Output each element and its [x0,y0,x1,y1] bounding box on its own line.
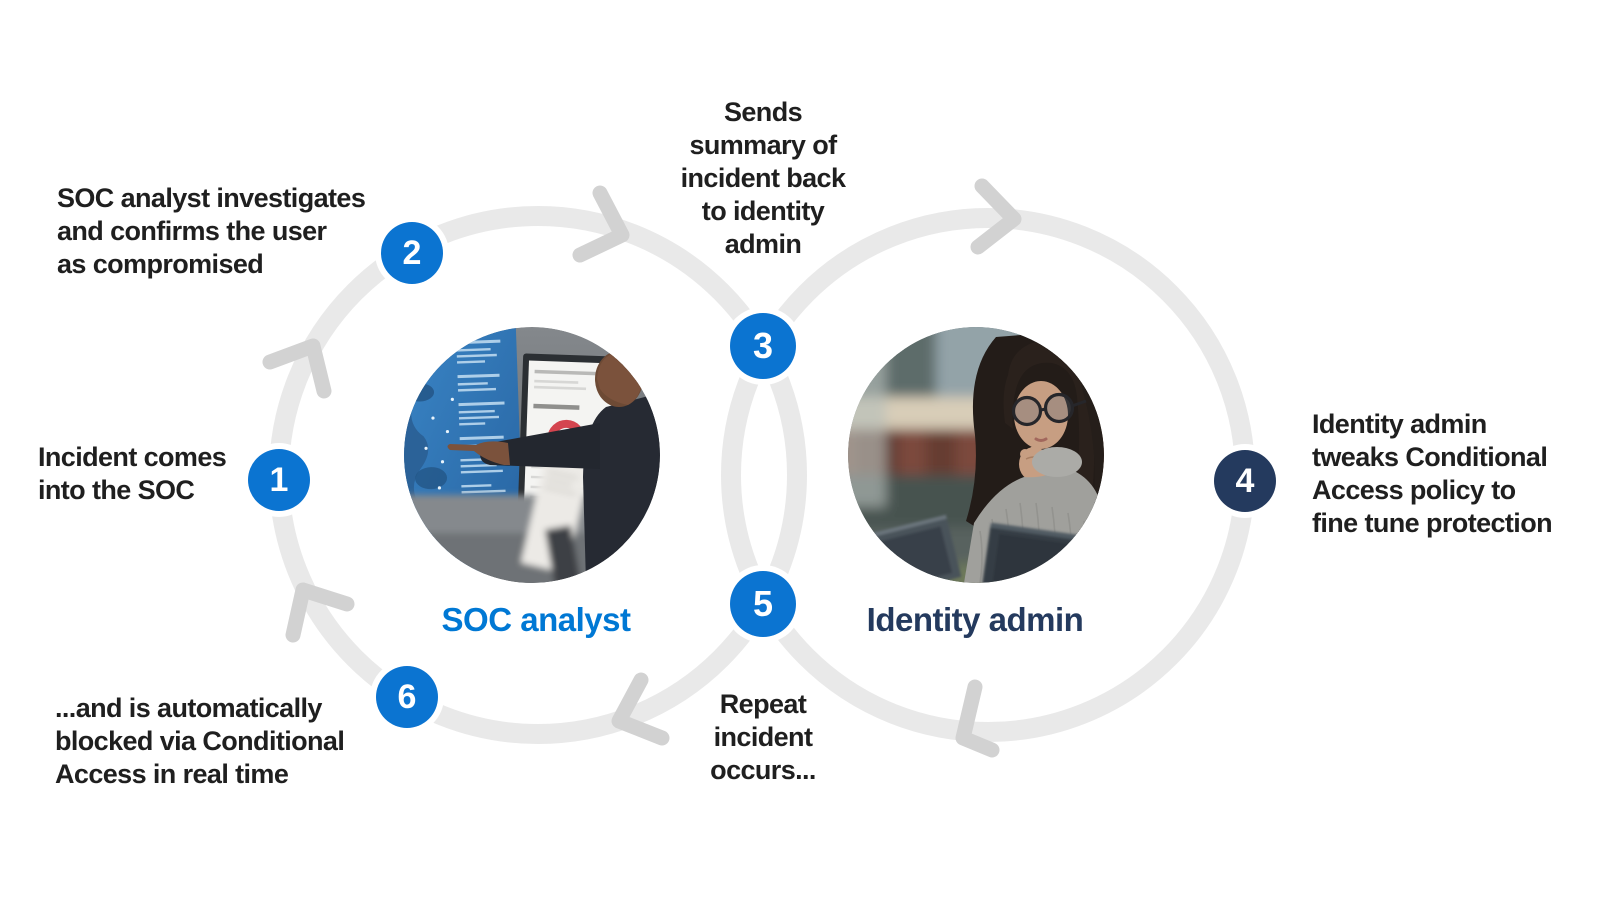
step-text-1: Incident comes into the SOC [38,442,227,505]
step-text-5: Repeat incident occurs... [710,689,816,785]
flow-arrow-icon [572,185,630,263]
soc-analyst-label: SOC analyst [441,601,631,638]
identity-admin-label: Identity admin [866,601,1084,638]
step-badge-4: 4 [1214,450,1276,512]
identity-admin-photo [848,327,1104,583]
flow-arrow-icon [611,672,670,746]
flow-arrow-icon [262,338,332,399]
step-badge-6: 6 [376,666,438,728]
step-text-6: ...and is automatically blocked via Cond… [55,693,345,789]
flow-arrow-icon [955,679,1000,758]
step-badge-3: 3 [730,313,796,379]
soc-analyst-photo [404,327,660,583]
step-text-4: Identity admin tweaks Conditional Access… [1312,409,1553,538]
step-text-3: Sends summary of incident back to identi… [680,97,846,259]
step-badge-1: 1 [248,449,310,511]
step-badge-5: 5 [730,571,796,637]
flow-arrow-icon [285,582,355,643]
flow-arrow-icon [970,178,1022,255]
step-badge-2: 2 [381,222,443,284]
step-text-2: SOC analyst investigates and confirms th… [57,183,366,279]
